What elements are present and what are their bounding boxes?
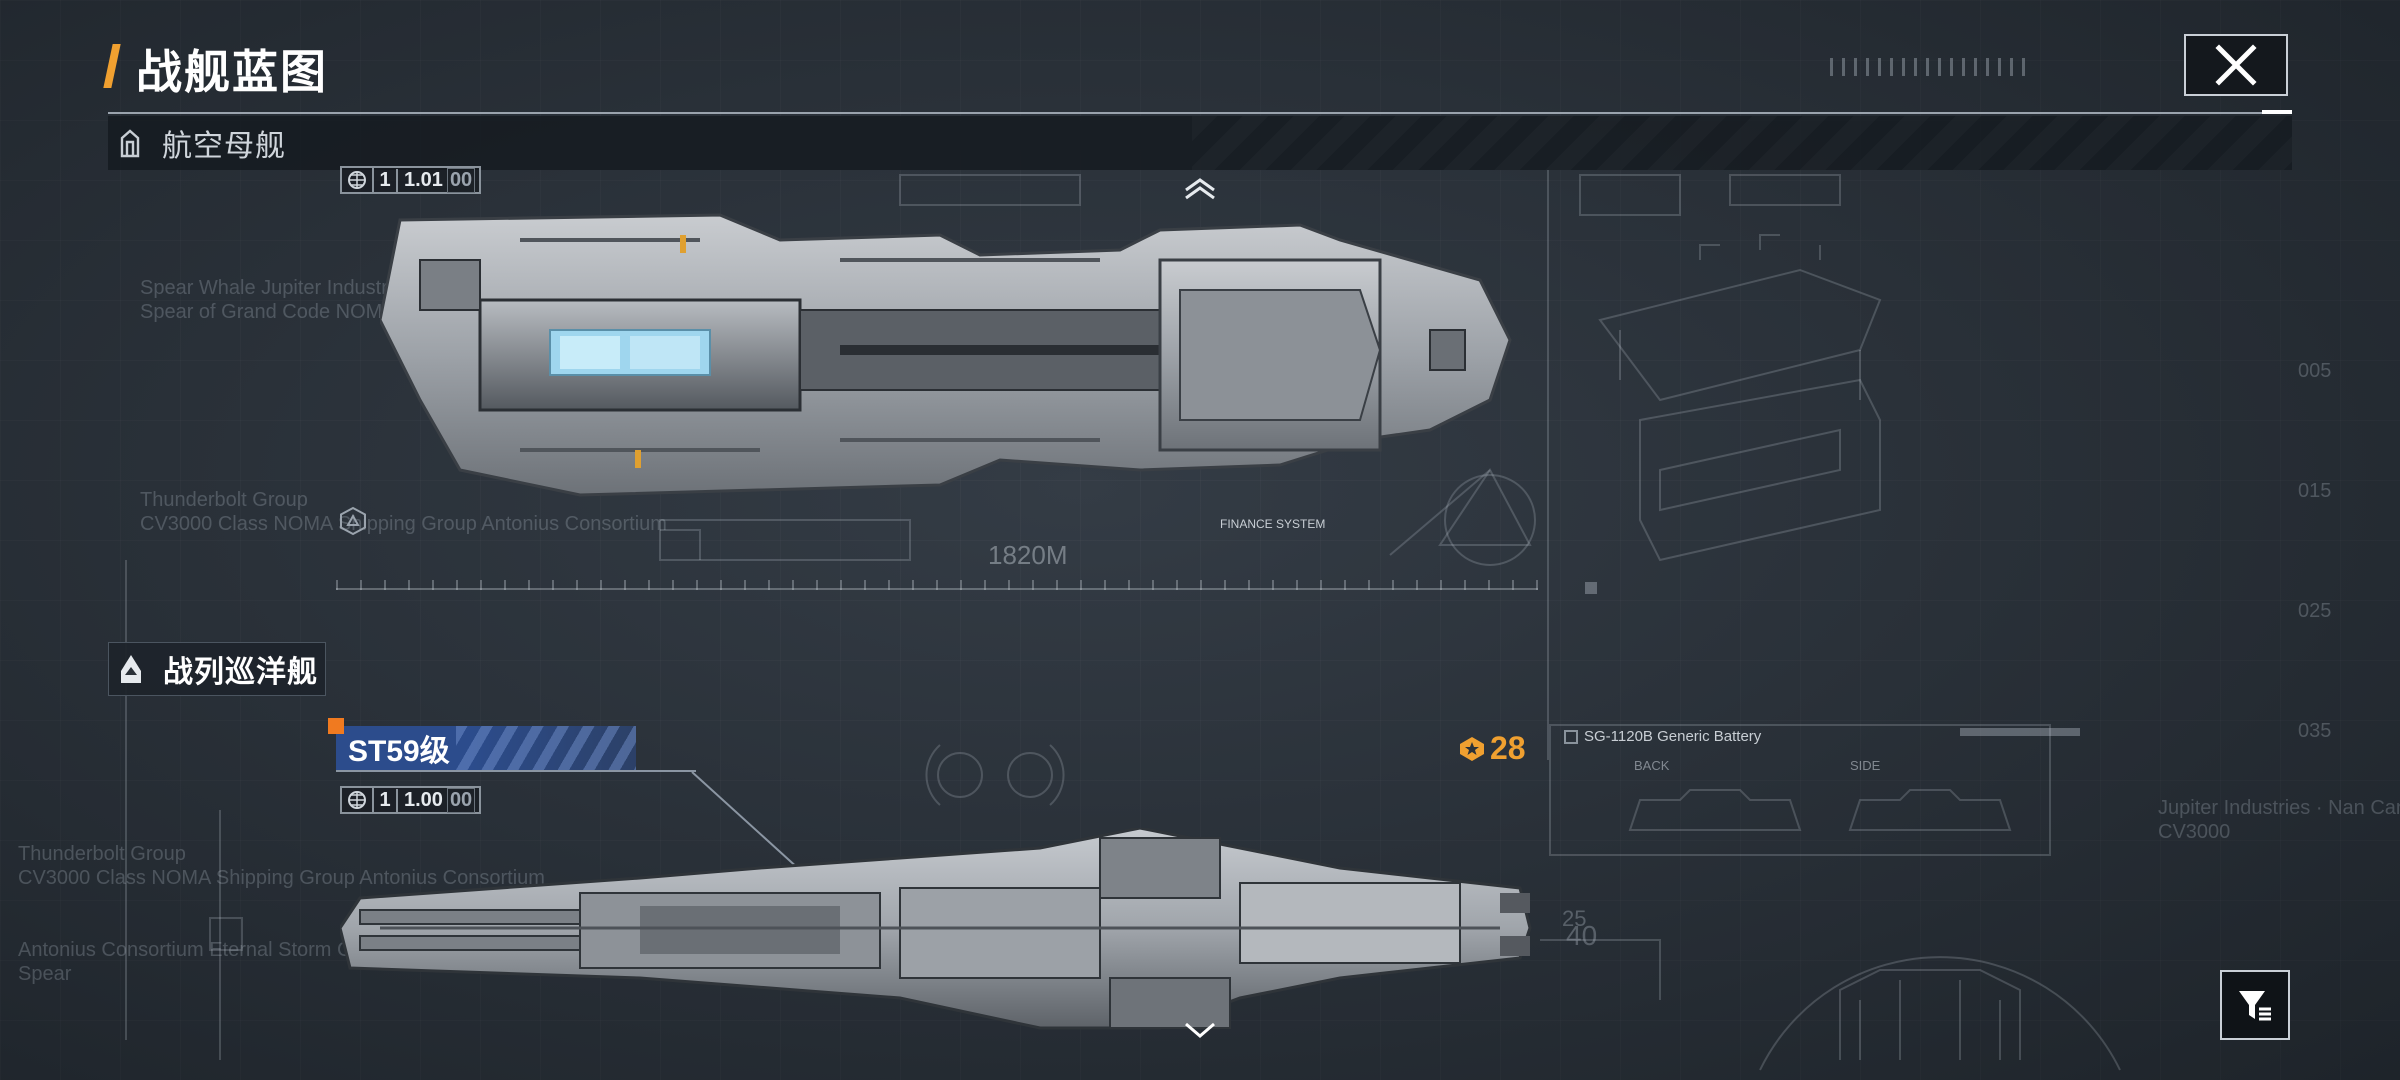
battery-label: SG-1120B Generic Battery	[1584, 728, 1762, 745]
side-tick-2: 015	[2298, 480, 2332, 502]
battlecruiser-class-icon	[109, 653, 153, 685]
corner-number: 25	[1562, 906, 1587, 931]
carrier-value-suffix: 00	[446, 167, 476, 193]
carrier-value: 1.01	[404, 168, 443, 191]
badge-underline	[336, 770, 696, 772]
battlecruiser-ship-image[interactable]	[340, 828, 1540, 1068]
header-divider-tick	[2262, 110, 2292, 114]
section-battlecruiser-header[interactable]: 战列巡洋舰	[108, 642, 326, 696]
badge-stripes	[456, 726, 636, 770]
section-carrier-header[interactable]: 航空母舰	[108, 116, 2292, 170]
rating-emblem-icon	[1460, 736, 1484, 761]
battlecruiser-value-suffix: 00	[446, 787, 476, 813]
scroll-down-button[interactable]	[1180, 1016, 1220, 1046]
carrier-stat-box: 1 1.01 00	[340, 166, 482, 194]
section-carrier-label: 航空母舰	[162, 130, 286, 163]
badge-leader-line	[691, 771, 801, 871]
section-battlecruiser-label: 战列巡洋舰	[163, 656, 318, 689]
battlecruiser-stat-box: 1 1.00 00	[340, 786, 482, 814]
chevron-down-icon	[1185, 1022, 1215, 1038]
section-stripes	[1192, 116, 2292, 170]
ship-class-name: ST59级	[348, 735, 450, 768]
close-icon	[2215, 44, 2257, 86]
battlecruiser-value: 1.00	[404, 788, 443, 811]
header-decoration	[1830, 58, 2030, 76]
carrier-level: 1	[374, 168, 398, 192]
side-tick-3: 025	[2298, 600, 2332, 622]
globe-icon	[342, 788, 374, 812]
scale-number: 40	[1566, 920, 1598, 951]
battlecruiser-right-watermark: Jupiter Industries · Nan CannoCV3000	[2158, 797, 2400, 843]
globe-icon	[342, 168, 374, 192]
finance-label: FINANCE SYSTEM	[1220, 517, 1326, 531]
selected-marker	[328, 718, 344, 734]
carrier-length-label: 1820M	[988, 540, 1068, 570]
carrier-ship-image[interactable]	[380, 200, 1530, 500]
side-tick-1: 005	[2298, 360, 2332, 382]
scale-line	[336, 588, 1538, 590]
filter-icon	[2239, 991, 2271, 1021]
battery-checkbox	[1564, 730, 1578, 744]
carrier-class-icon	[108, 116, 152, 170]
back-label: BACK	[1634, 758, 1670, 773]
close-button[interactable]	[2184, 34, 2288, 96]
side-tick-4: 035	[2298, 720, 2332, 742]
header-divider	[108, 112, 2292, 114]
filter-button[interactable]	[2220, 970, 2290, 1040]
ship-rating: 28	[1458, 730, 1526, 767]
side-label: SIDE	[1850, 758, 1881, 773]
battlecruiser-level: 1	[374, 788, 398, 812]
page-title: 战舰蓝图	[136, 46, 328, 98]
ship-class-badge[interactable]: ST59级	[336, 726, 636, 770]
scale-ticks	[336, 580, 1538, 590]
hexagon-icon	[338, 506, 368, 536]
scroll-up-button[interactable]	[1180, 174, 1220, 204]
rating-value: 28	[1490, 730, 1526, 766]
chevron-up-icon	[1185, 178, 1215, 200]
